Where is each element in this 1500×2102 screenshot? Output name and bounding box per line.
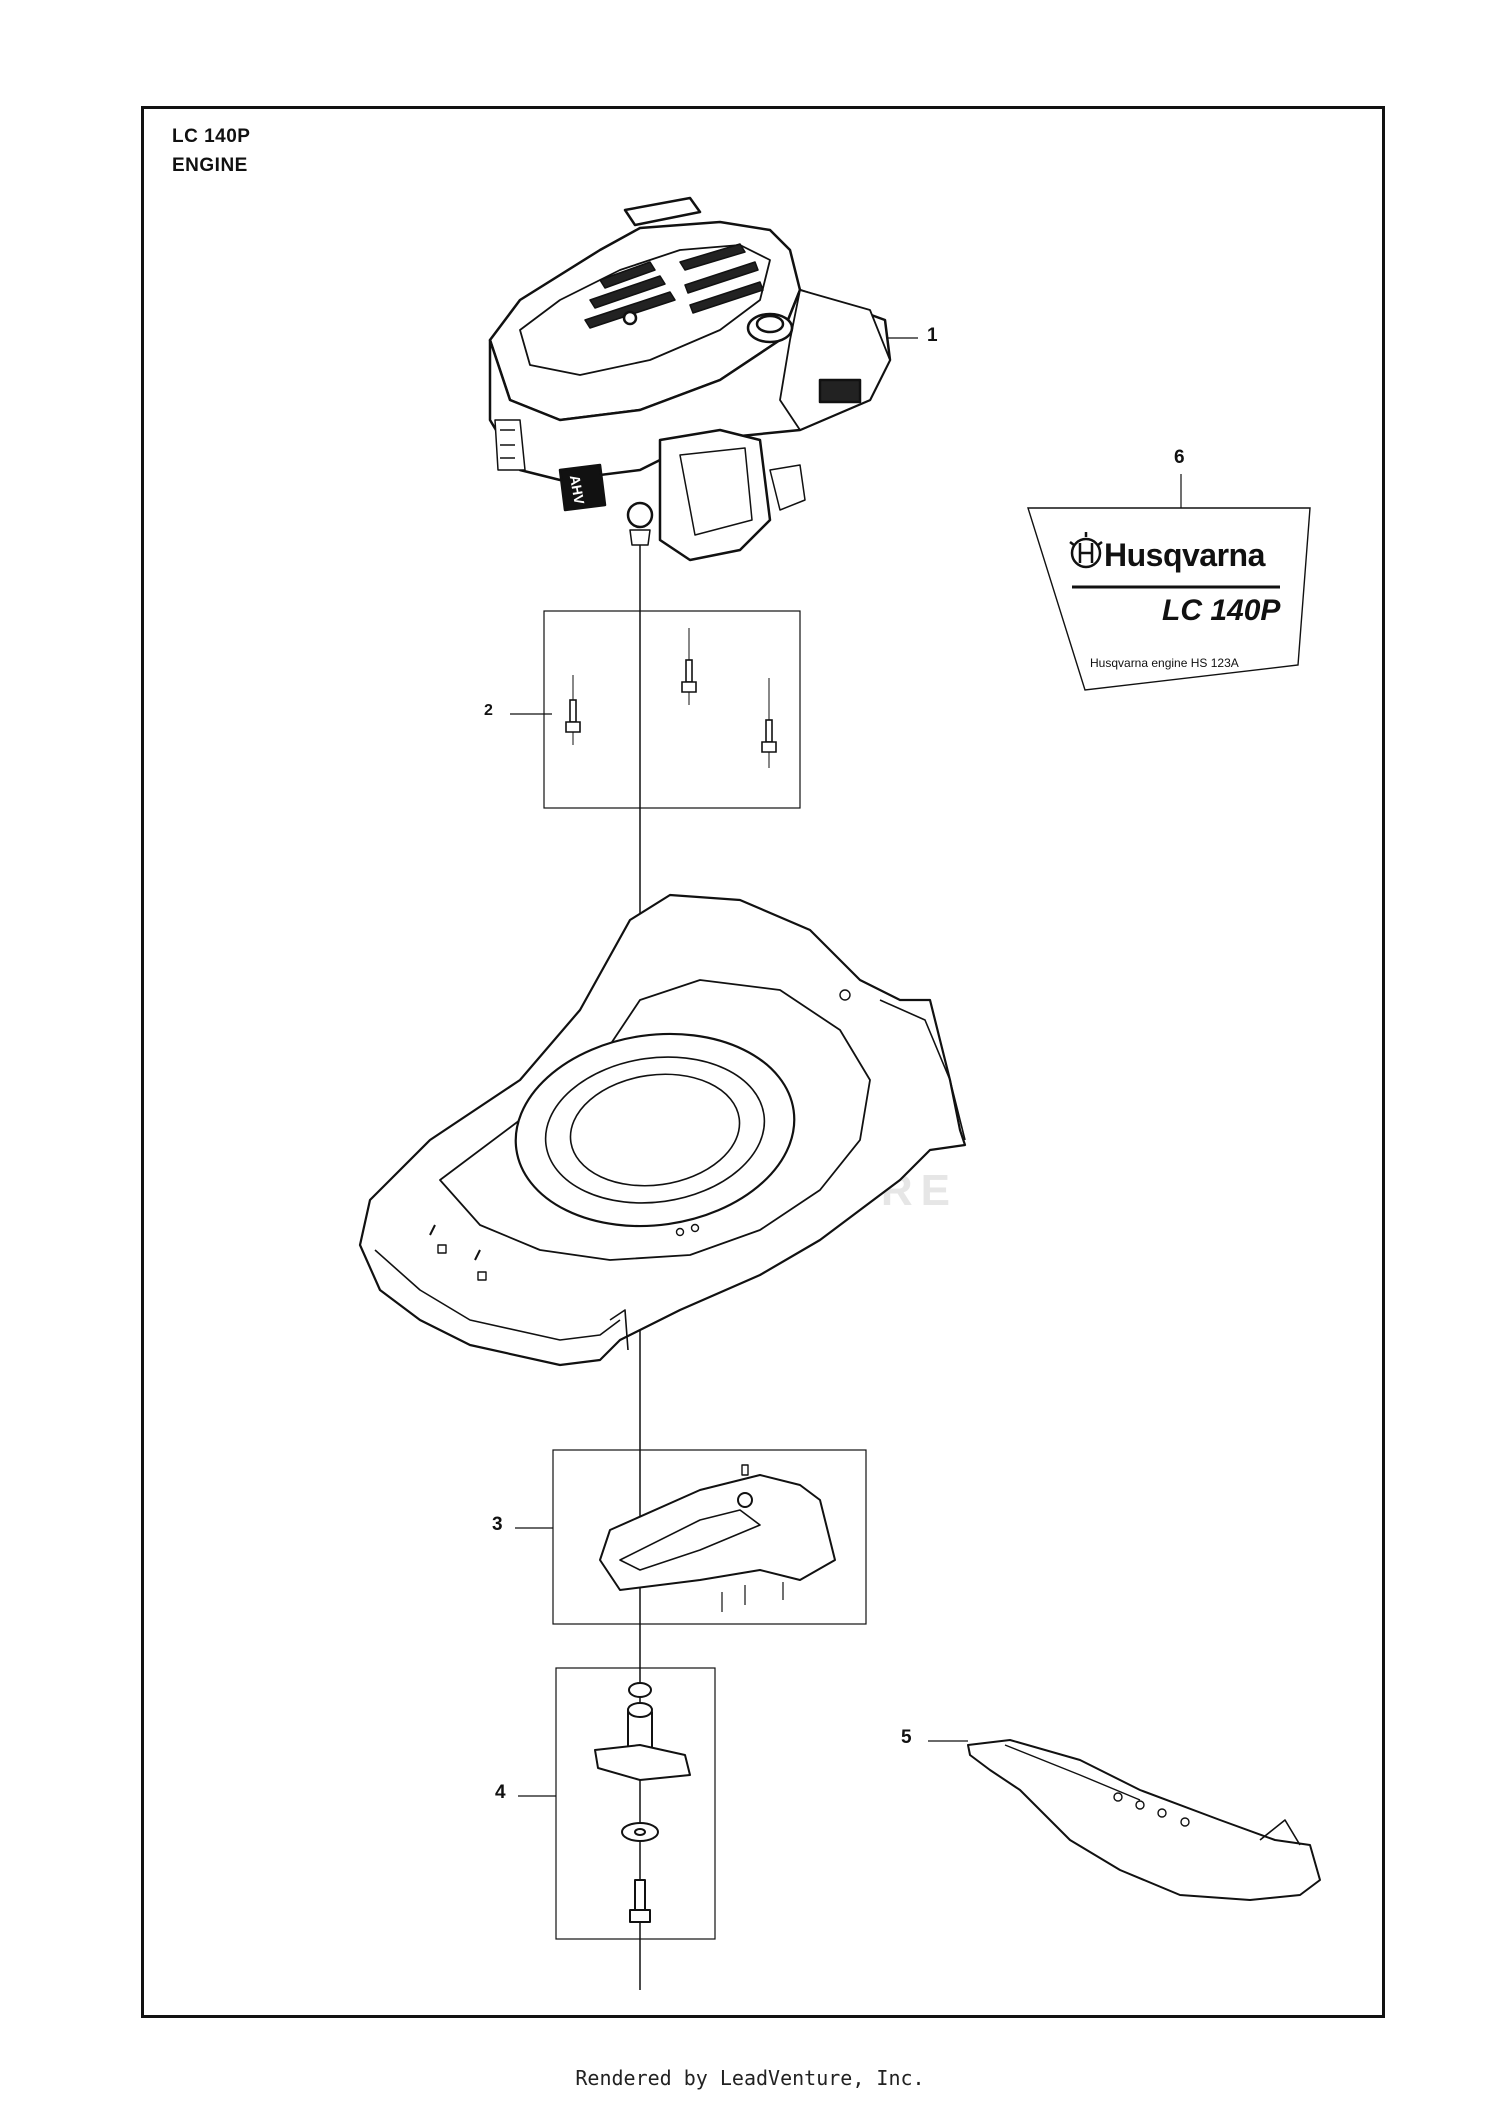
decal-part: Husqvarna LC 140P Husqvarna engine HS 12… — [1027, 507, 1311, 691]
guide-kit-box — [552, 1449, 867, 1625]
guide-cover-part — [599, 1464, 836, 1612]
callout-6: 6 — [1174, 447, 1185, 468]
diagram-section-title: ENGINE — [172, 155, 248, 176]
mower-deck-part — [358, 893, 967, 1367]
screw-set-part — [565, 628, 777, 768]
diagram-model-title: LC 140P — [172, 126, 251, 147]
hub-kit-box — [555, 1667, 716, 1940]
footer-credit: Rendered by LeadVenture, Inc. — [575, 2066, 925, 2090]
engine-part: AHV — [488, 196, 892, 562]
diagram-frame — [141, 106, 1385, 2018]
leader-lines — [510, 337, 1182, 1797]
screw-kit-box — [543, 610, 801, 809]
decal-model-text: LC 140P — [1162, 594, 1281, 627]
callout-5: 5 — [901, 1727, 912, 1748]
callout-4: 4 — [495, 1782, 506, 1803]
blade-hub-part — [594, 1682, 691, 1923]
callout-2: 2 — [484, 702, 493, 719]
callout-3: 3 — [492, 1514, 503, 1535]
blade-part — [967, 1739, 1321, 1901]
decal-brand-text: Husqvarna — [1104, 537, 1266, 573]
engine-label-text: AHV — [567, 474, 588, 507]
callout-1: 1 — [927, 325, 938, 346]
husqvarna-logo — [1069, 532, 1103, 569]
decal-subtitle-text: Husqvarna engine HS 123A — [1090, 656, 1239, 670]
